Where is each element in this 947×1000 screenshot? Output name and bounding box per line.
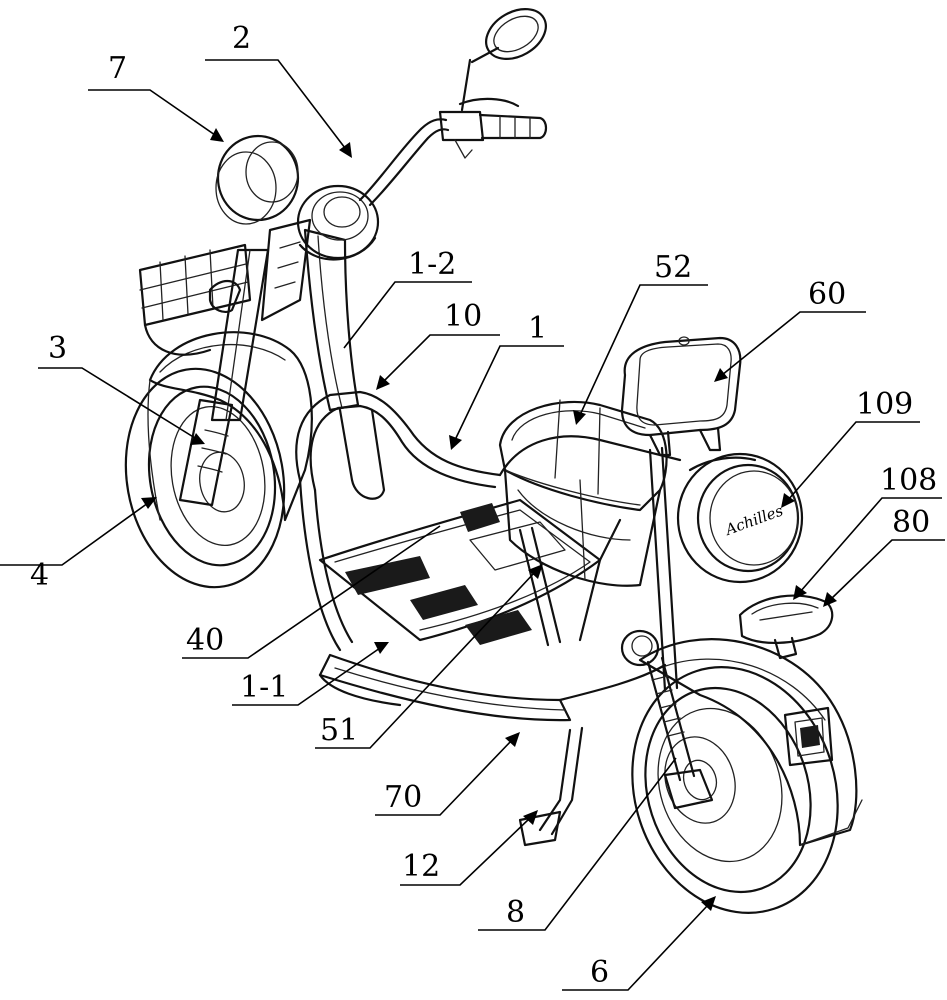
label-6: 6	[590, 955, 609, 990]
brand-label: Achilles	[721, 501, 786, 539]
leader-lines	[0, 59, 945, 991]
backrest	[620, 336, 742, 457]
label-2: 2	[232, 21, 251, 56]
front-wheel	[124, 367, 286, 589]
label-1-1: 1-1	[240, 670, 288, 705]
label-108: 108	[880, 463, 937, 498]
label-8: 8	[506, 895, 525, 930]
label-1: 1	[528, 311, 547, 346]
reference-labels: 2 7 1-2 52 60 10 1 3 109 108 80 4 40 1-1…	[30, 21, 937, 990]
front-rack	[138, 243, 252, 356]
front-fork	[178, 218, 312, 507]
label-51: 51	[320, 713, 358, 748]
rear-wheel	[631, 666, 839, 914]
label-4: 4	[30, 558, 49, 593]
kickstand	[518, 726, 584, 847]
seat	[498, 399, 679, 692]
rear-footrest	[738, 594, 834, 660]
front-cowl	[147, 331, 313, 522]
label-12: 12	[402, 849, 440, 884]
label-60: 60	[808, 277, 846, 312]
handlebar	[358, 8, 548, 207]
label-70: 70	[384, 780, 422, 815]
rear-box: Achilles	[676, 452, 804, 584]
label-40: 40	[186, 623, 224, 658]
label-1-2: 1-2	[408, 247, 456, 282]
label-10: 10	[444, 299, 482, 334]
label-109: 109	[856, 387, 913, 422]
label-80: 80	[892, 505, 930, 540]
label-3: 3	[48, 331, 67, 366]
rear-fender	[638, 638, 863, 847]
main-frame	[295, 390, 682, 722]
rear-shock	[620, 629, 714, 810]
label-52: 52	[654, 250, 692, 285]
headlight	[215, 134, 300, 225]
label-7: 7	[108, 51, 127, 86]
